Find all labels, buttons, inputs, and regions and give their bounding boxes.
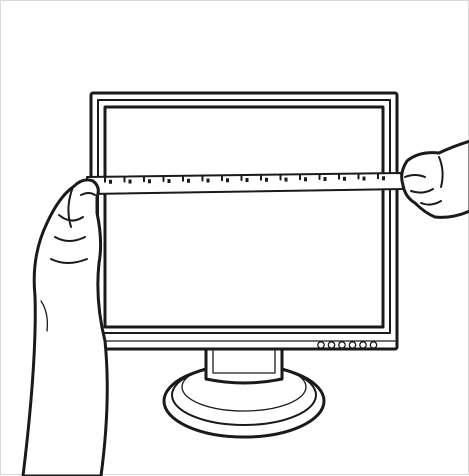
monitor-screen — [105, 107, 383, 327]
left-hand — [23, 180, 107, 476]
monitor — [91, 93, 397, 349]
monitor-stand — [164, 346, 324, 437]
monitor-button — [318, 342, 324, 348]
tape-tick-mark — [129, 180, 132, 184]
tape-tick-mark — [109, 180, 112, 184]
tape-tick-mark — [246, 178, 249, 182]
stand-neck — [206, 346, 282, 383]
tape-tick-mark — [168, 179, 171, 183]
monitor-button — [328, 342, 334, 348]
monitor-button — [339, 342, 345, 348]
tape-tick-mark — [207, 179, 210, 183]
monitor-button — [370, 342, 376, 348]
tape-tick-mark — [324, 177, 327, 181]
left-arm — [23, 180, 107, 476]
tape-tick-mark — [226, 178, 229, 182]
monitor-button — [360, 342, 366, 348]
right-palm — [402, 141, 469, 217]
tape-tick-mark — [148, 179, 151, 183]
monitor-button — [349, 342, 355, 348]
tape-tick-mark — [285, 178, 288, 182]
tape-tick-mark — [343, 177, 346, 181]
tape-tick-mark — [382, 176, 385, 180]
tape-tick-mark — [363, 177, 366, 181]
tape-tick-mark — [187, 179, 190, 183]
right-hand — [402, 141, 469, 217]
tape-tick-mark — [265, 178, 268, 182]
tape-tick-mark — [304, 177, 307, 181]
